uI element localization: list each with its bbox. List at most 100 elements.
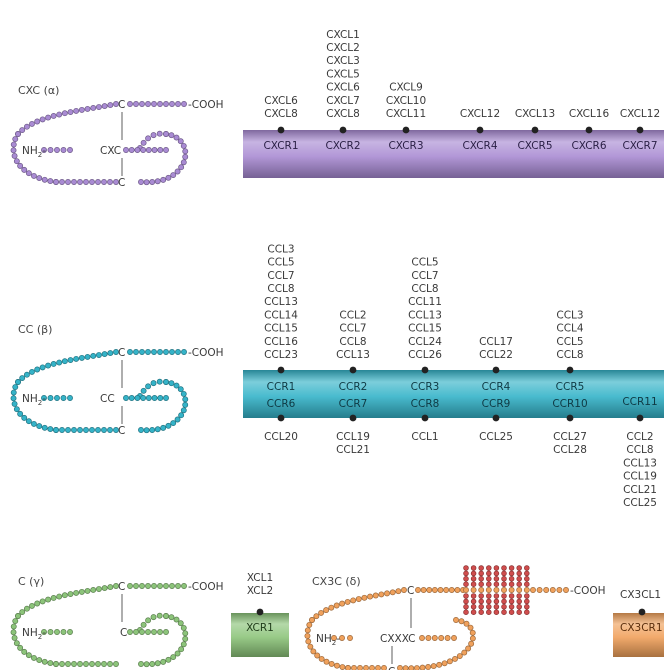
receptor-bar-cxc — [243, 130, 664, 178]
residue-bead — [419, 635, 425, 641]
residue-bead — [107, 661, 113, 667]
residue-bead — [443, 587, 450, 593]
residue-bead — [181, 349, 187, 355]
residue-bead — [486, 576, 492, 582]
residue-bead — [501, 576, 507, 582]
residue-bead — [145, 629, 151, 635]
residue-bead — [83, 661, 89, 667]
residue-bead — [516, 576, 522, 582]
ligand-label: CCL27 — [553, 431, 587, 443]
residue-bead — [21, 648, 28, 655]
family-title-cc: CC (β) — [18, 323, 52, 336]
receptor-label-cxcr6: CXCR6 — [571, 140, 606, 152]
residue-bead — [425, 664, 432, 670]
binding-site-dot — [566, 414, 574, 422]
ligand-label: CXCL2 — [326, 42, 360, 54]
residue-bead — [516, 570, 522, 577]
residue-bead — [15, 613, 21, 619]
residue-bead — [11, 152, 18, 159]
ligand-label: CCL25 — [623, 497, 657, 509]
residue-bead — [168, 380, 175, 387]
residue-bead — [140, 395, 147, 401]
residue-bead — [524, 565, 530, 571]
residue-bead — [549, 587, 556, 593]
residue-bead — [180, 624, 187, 631]
residue-bead — [493, 570, 500, 577]
residue-bead — [157, 101, 163, 107]
residue-bead — [357, 665, 363, 670]
residue-bead — [339, 600, 346, 607]
residue-bead — [73, 589, 80, 596]
ligand-label: CXCL7 — [326, 95, 360, 107]
ligand-label: CXCL6 — [264, 95, 298, 107]
residue-bead — [516, 565, 522, 571]
ligand-label: CCL28 — [553, 444, 587, 456]
residue-bead — [456, 653, 463, 660]
residue-bead — [15, 131, 21, 137]
residue-bead — [389, 589, 396, 596]
residue-bead — [101, 661, 107, 667]
residue-bead — [39, 116, 46, 123]
ligand-label: CXCL8 — [326, 108, 360, 120]
residue-bead — [536, 587, 543, 593]
residue-bead — [73, 107, 80, 114]
residue-bead — [25, 418, 32, 425]
residue-bead — [478, 609, 484, 615]
binding-site-dot — [476, 126, 484, 134]
residue-bead — [378, 591, 385, 598]
residue-bead — [61, 110, 68, 117]
residue-bead — [469, 635, 476, 642]
residue-bead — [516, 593, 522, 599]
residue-bead — [318, 655, 325, 662]
residue-bead — [90, 105, 97, 111]
nh2-label: NH2- — [22, 145, 46, 159]
cys-bottom-label: C — [118, 177, 125, 189]
residue-bead — [13, 158, 20, 165]
residue-bead — [493, 587, 500, 593]
residue-bead — [145, 147, 152, 153]
residue-bead — [425, 635, 432, 641]
residue-bead — [151, 395, 158, 401]
residue-bead — [478, 581, 484, 587]
residue-bead — [174, 416, 181, 423]
residue-bead — [150, 614, 157, 621]
residue-bead — [71, 661, 77, 667]
residue-bead — [524, 576, 530, 582]
residue-bead — [17, 162, 24, 169]
ligand-label: CCL3 — [267, 243, 294, 255]
residue-bead — [47, 395, 54, 401]
ligand-label: CCL20 — [264, 431, 298, 443]
cxc-section: CXC (α)C-COOHNH2-CXCCCXCR1CXCL6CXCL8CXCR… — [10, 29, 664, 189]
residue-bead — [478, 570, 484, 577]
residue-bead — [157, 147, 164, 153]
residue-bead — [143, 427, 150, 434]
residue-bead — [113, 179, 119, 185]
ligand-label: CCL25 — [479, 431, 513, 443]
residue-bead — [54, 629, 60, 635]
residue-bead — [78, 354, 85, 361]
residue-bead — [133, 583, 139, 589]
residue-bead — [71, 427, 77, 433]
residue-bead — [508, 576, 515, 582]
residue-bead — [314, 652, 321, 659]
residue-bead — [381, 665, 387, 670]
residue-bead — [180, 641, 187, 648]
residue-bead — [107, 102, 114, 109]
residue-bead — [77, 179, 83, 185]
cooh-label: -COOH — [570, 585, 606, 597]
residue-bead — [145, 583, 151, 589]
ligand-label: CCL8 — [556, 349, 583, 361]
residue-bead — [160, 176, 167, 183]
residue-bead — [140, 139, 147, 146]
receptor-label: CCR11 — [622, 396, 657, 408]
receptor-label: CCR9 — [482, 398, 511, 410]
ligand-label: XCL2 — [247, 585, 273, 597]
residue-bead — [107, 584, 114, 591]
residue-bead — [101, 351, 108, 358]
residue-bead — [306, 621, 313, 628]
ligand-label: CCL5 — [411, 257, 438, 269]
residue-bead — [157, 583, 163, 589]
residue-bead — [149, 427, 156, 433]
receptor-label: CCR8 — [411, 398, 440, 410]
